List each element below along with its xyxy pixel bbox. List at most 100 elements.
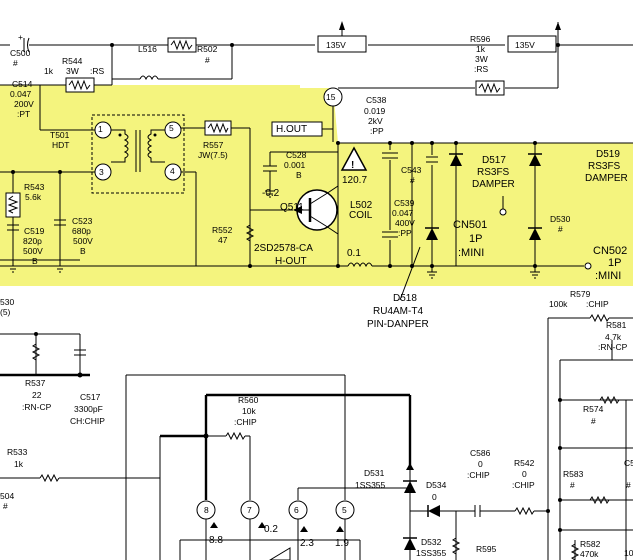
label-t501: T501 <box>50 130 70 140</box>
label-r579a: 100k <box>549 299 568 309</box>
diode-d532 <box>403 537 417 550</box>
label-v19: 1.9 <box>335 538 349 549</box>
diode-d530 <box>528 227 542 240</box>
label-p5: 5 <box>169 123 174 133</box>
label-r560b: :CHIP <box>234 417 257 427</box>
label-cn501a: 1P <box>469 233 482 245</box>
label-r574v: # <box>591 416 596 426</box>
highlight-region <box>0 85 633 286</box>
label-c5x: C5 <box>624 458 633 468</box>
capacitor-c538 <box>380 150 400 160</box>
label-c519: C519 <box>24 226 45 236</box>
transformer-t501 <box>91 114 185 194</box>
label-r557v: JW(7.5) <box>198 150 228 160</box>
label-r504: 504 <box>0 491 14 501</box>
label-c514: C514 <box>12 79 33 89</box>
label-c5xv: # <box>626 480 631 490</box>
label-d517: D517 <box>482 155 506 166</box>
label-ic7: 7 <box>247 505 252 515</box>
label-q511: Q511 <box>280 202 304 213</box>
label-c500: C500 <box>10 48 31 58</box>
label-d534: D534 <box>426 480 447 490</box>
label-c543: C543 <box>401 165 422 175</box>
diode-d517 <box>449 153 463 166</box>
label-c519a: 820p <box>23 236 42 246</box>
diode-d534 <box>410 505 440 517</box>
label-c538a: 0.019 <box>364 106 386 116</box>
warning-icon: ! <box>340 146 368 171</box>
label-d518: D518 <box>393 293 417 304</box>
label-r544: R544 <box>62 56 83 66</box>
label-r583v: # <box>570 480 575 490</box>
resistor-r596 <box>475 80 505 96</box>
resistor-r543 <box>5 192 21 218</box>
label-v02: -0.2 <box>262 188 280 199</box>
label-cn501b: :MINI <box>458 247 484 259</box>
capacitor-c500: + <box>18 32 23 42</box>
capacitor-c523 <box>54 219 66 226</box>
label-p4: 4 <box>170 166 175 176</box>
label-q511a: 2SD2578-CA <box>254 243 313 254</box>
label-r502: R502 <box>197 44 218 54</box>
label-r533v: 1k <box>14 459 24 469</box>
label-r582: R582 <box>580 539 601 549</box>
lower-right-wiring <box>440 313 633 560</box>
label-cn502: CN502 <box>593 245 627 257</box>
label-c517a: 3300pF <box>74 404 103 414</box>
ground-symbols <box>8 185 540 279</box>
label-cn502b: :MINI <box>595 270 621 282</box>
label-v135a: 135V <box>326 40 346 50</box>
label-cn501: CN501 <box>453 219 487 231</box>
svg-text:+: + <box>18 32 23 42</box>
label-r530v: (5) <box>0 307 11 317</box>
top-rail-wiring <box>0 22 633 89</box>
label-r595: R595 <box>476 544 497 554</box>
ic-feedback-wiring <box>160 393 414 500</box>
label-c517: C517 <box>80 392 101 402</box>
label-c517b: CH:CHIP <box>70 416 105 426</box>
label-r504v: # <box>3 501 8 511</box>
label-r543v: 5.6k <box>25 192 42 202</box>
label-cn502a: 1P <box>608 257 621 269</box>
resistor-r557 <box>204 120 232 136</box>
label-r552v: 47 <box>218 235 228 245</box>
damper-section-wiring <box>245 141 633 270</box>
label-hdt: HDT <box>52 140 69 150</box>
label-n15: 15 <box>326 92 336 102</box>
label-v135b: 135V <box>515 40 535 50</box>
label-r596: R596 <box>470 34 491 44</box>
label-c528a: 0.001 <box>284 160 306 170</box>
label-r582v: 470k <box>580 549 599 559</box>
label-r581: R581 <box>606 320 627 330</box>
label-d530v: # <box>558 224 563 234</box>
left-circuit-wiring <box>0 85 252 268</box>
label-p1: 1 <box>98 124 103 134</box>
label-c500v: # <box>13 58 18 68</box>
label-r542: R542 <box>514 458 535 468</box>
lower-left-wiring <box>0 332 346 560</box>
label-d530: D530 <box>550 214 571 224</box>
label-c586b: :CHIP <box>467 470 490 480</box>
label-c523: C523 <box>72 216 93 226</box>
label-d519b: DAMPER <box>585 173 628 184</box>
label-d517a: RS3FS <box>477 167 510 178</box>
label-c538c: :PP <box>370 126 384 136</box>
label-c586a: 0 <box>478 459 483 469</box>
diode-d518 <box>425 227 439 240</box>
label-c514c: :PT <box>17 109 30 119</box>
label-d534v: 0 <box>432 492 437 502</box>
label-v88: 8.8 <box>209 535 223 546</box>
label-r583: R583 <box>563 469 584 479</box>
label-d519: D519 <box>596 149 620 160</box>
label-c519b: 500V <box>23 246 43 256</box>
label-c539a: 0.047 <box>392 208 414 218</box>
label-r544v: 3W <box>66 66 79 76</box>
label-r560a: 10k <box>242 406 256 416</box>
label-r596a: 1k <box>476 44 486 54</box>
label-c539c: :PP <box>398 228 412 238</box>
label-r537: R537 <box>25 378 46 388</box>
label-c539b: 400V <box>395 218 415 228</box>
h-out-tag <box>271 121 333 137</box>
label-d518b: PIN-DANPER <box>367 319 429 330</box>
